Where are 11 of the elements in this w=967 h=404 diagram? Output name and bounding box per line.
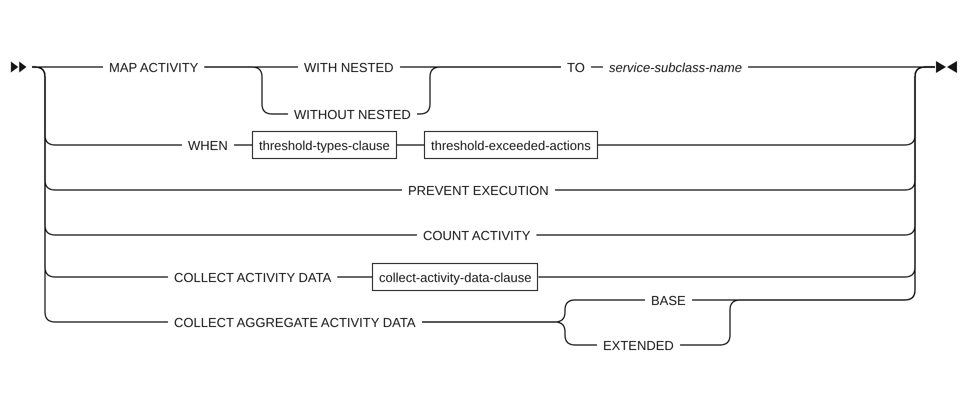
railroad-line: [32, 66, 168, 323]
clause-box: collect-activity-data-clause: [372, 263, 538, 291]
railroad-line: [337, 276, 372, 278]
clause-box: threshold-exceeded-actions: [424, 131, 598, 159]
railroad-line: [422, 321, 597, 346]
railroad-line: [234, 144, 252, 146]
railroad-line: [590, 66, 603, 68]
clause-box: threshold-types-clause: [252, 131, 397, 159]
railroad-line: [680, 66, 935, 346]
railroad-line: [204, 66, 288, 115]
railroad-line: [396, 144, 424, 146]
